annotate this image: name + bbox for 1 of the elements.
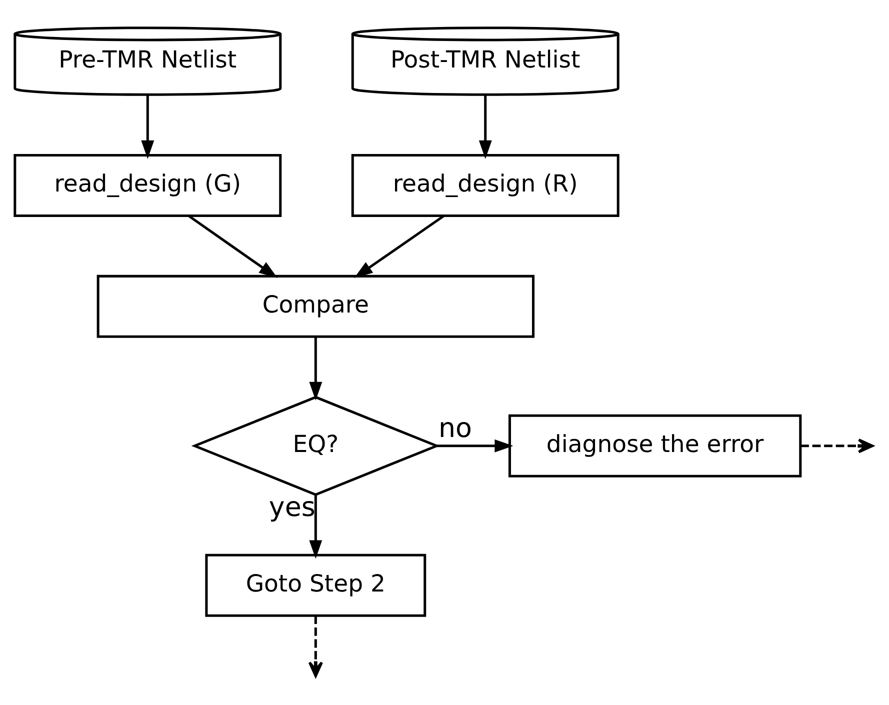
edge-label: no — [438, 413, 472, 444]
